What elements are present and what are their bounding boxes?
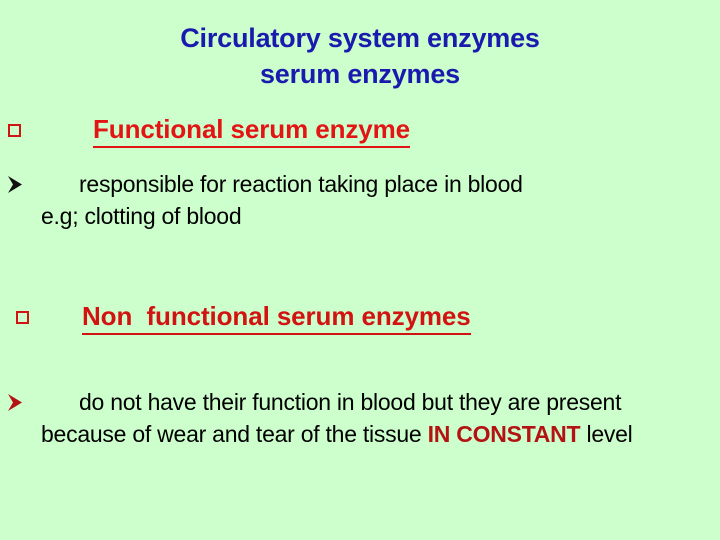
body-nonfunctional-part2: level bbox=[580, 421, 633, 447]
section-functional-heading-row: Functional serum enzyme bbox=[8, 113, 410, 148]
heading-non-functional-serum-enzymes: Non functional serum enzymes bbox=[82, 300, 471, 335]
hollow-square-bullet-icon bbox=[8, 124, 21, 137]
section-functional-body-row: responsible for reaction taking place in… bbox=[6, 168, 706, 232]
body-nonfunctional-part1: do not have their function in blood but … bbox=[41, 389, 622, 447]
body-functional-lead: responsible for reaction taking place in… bbox=[79, 171, 523, 197]
section-nonfunctional-heading-row: Non functional serum enzymes bbox=[16, 300, 471, 335]
body-nonfunctional-emphasis: IN CONSTANT bbox=[427, 421, 581, 447]
heading-functional-serum-enzyme: Functional serum enzyme bbox=[93, 113, 410, 148]
right-arrowhead-bullet-icon bbox=[8, 394, 22, 411]
slide-title: Circulatory system enzymes serum enzymes bbox=[0, 20, 720, 92]
title-line-1: Circulatory system enzymes bbox=[180, 23, 540, 53]
hollow-square-bullet-icon bbox=[16, 311, 29, 324]
section-functional-body-text: responsible for reaction taking place in… bbox=[41, 168, 689, 232]
right-arrowhead-bullet-icon bbox=[8, 176, 22, 193]
title-line-2: serum enzymes bbox=[259, 59, 460, 89]
body-functional-example: e.g; clotting of blood bbox=[41, 203, 242, 229]
section-nonfunctional-body-row: do not have their function in blood but … bbox=[6, 386, 712, 450]
section-nonfunctional-body-text: do not have their function in blood but … bbox=[41, 386, 701, 450]
